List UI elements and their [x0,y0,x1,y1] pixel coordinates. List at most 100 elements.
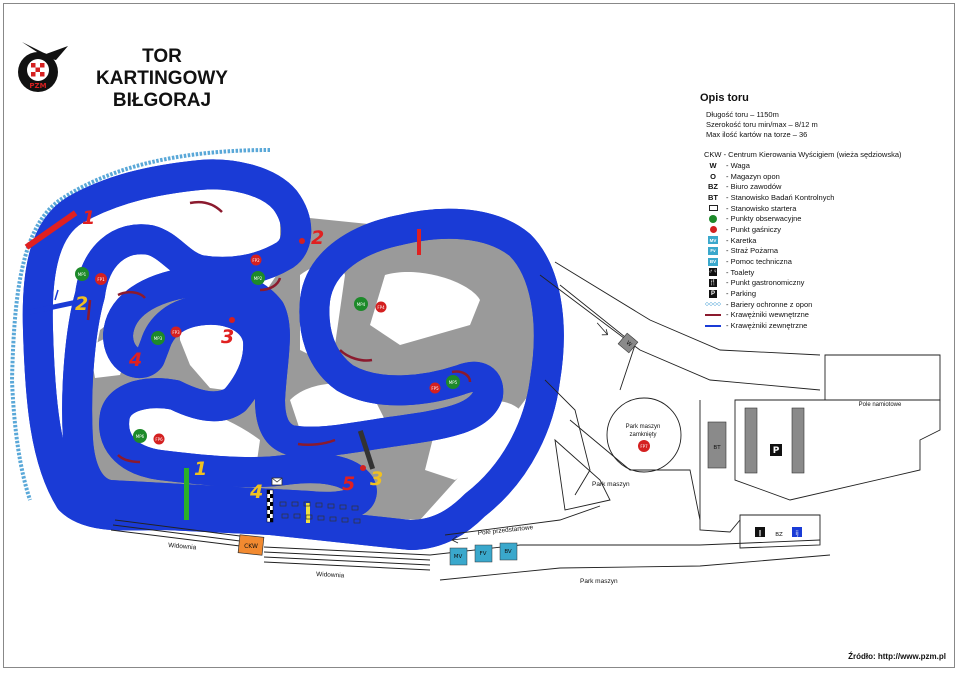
legend-row: - Punkty obserwacyjne [704,213,945,224]
legend-label: - Krawężniki zewnętrzne [726,321,808,331]
observation-point-icon [75,267,89,281]
marshal-number: 5 [342,473,355,495]
legend-label: - Waga [726,160,750,170]
legend-heading: Opis toru [700,92,749,104]
fp-label: FP2 [252,258,260,263]
fire-point-icon [360,465,366,471]
legend-row: ♂♀ - Toalety [704,267,945,278]
observation-point-icon [446,375,460,389]
tyre-barrier-icon [704,302,722,307]
parking-icon [770,444,782,456]
service-box-icon: BV [704,257,722,266]
legend-row: Fv - Straż Pożarna [704,246,945,257]
fp-label: FP5 [431,386,439,391]
ckw-tower [237,534,265,556]
legend-row: O- Magazyn opon [704,171,945,182]
fire-point-icon [95,273,107,285]
legend-label: - Straż Pożarna [726,246,779,256]
fire-point-icon [250,254,262,266]
mv-label: MV [454,554,463,560]
legend-label: - Stanowisko startera [726,203,797,213]
direction-arrow-1 [596,322,609,336]
legend-symbol: BZ [708,182,718,192]
title-line1: TOR KARTINGOWY [96,46,228,89]
marshal-bar-5 [184,468,189,520]
legend-row: BV- Pomoc techniczna [704,256,945,267]
legend-row: 🍴 - Punkt gastronomiczny [704,278,945,289]
legend-label: - Punkty obserwacyjne [726,214,802,224]
marshal-numbers: 1 2 3 4 5 1 2 3 4 [75,207,383,503]
garage-1 [744,407,758,474]
w-label: W [625,340,633,348]
fire-point-icon [153,433,165,445]
observation-point-icon [354,297,368,311]
facility-icon: ♂♀ [704,268,722,277]
legend-row: - Punkt gaśniczy [704,224,945,235]
marshal-number: 4 [128,349,142,371]
track-length: Długość toru – 1150m [706,110,779,119]
svg-text:ĳ: ĳ [795,530,798,537]
marshal-number: 2 [311,227,324,249]
observation-point-icon [251,271,265,285]
fp-label: FP4 [377,305,385,310]
fire-point-icon [170,326,182,338]
track-width: Szerokość toru min/max – 8/12 m [706,120,818,129]
legend-row: MV- Karetka [704,235,945,246]
legend-symbol: P [709,289,717,298]
facility-icon: P [704,289,722,298]
observation-point-icon [151,331,165,345]
green-dot-icon [704,214,722,223]
svg-text:‖: ‖ [759,530,762,537]
fire-point-icon [429,382,441,394]
outer-kerb-icon [704,324,722,327]
page-title: TOR KARTINGOWY BIŁGORAJ [76,46,248,112]
marshal-number: 2 [75,293,88,315]
pzm-logo: PZM [18,42,68,92]
marshal-bar-1 [24,210,78,250]
observation-point-icon [133,429,147,443]
page-border [3,3,955,668]
bt-label: BT [713,445,721,451]
legend-label: - Parking [726,289,757,299]
bz-label: BZ [775,532,783,538]
park-label-1: Park maszyn [592,481,630,488]
starting-grid [279,501,361,524]
legend-label: - Karetka [726,235,757,245]
legend-symbol: 🍴 [709,278,717,287]
legend-row: - Stanowisko startera [704,203,945,214]
start-finish-line [266,489,310,523]
fv-label: FV [480,551,487,557]
marshal-bar-2 [26,299,77,316]
fire-points [95,238,650,471]
source-credit: Źródło: http://www.pzm.pl [848,652,946,661]
fp-label: FP6 [155,437,163,442]
fire-brigade-box [474,544,493,563]
fp-label: FP7 [640,444,648,449]
fp-label: FP1 [97,277,105,282]
spectators-label-2: Widownia [316,571,345,579]
legend-symbol: O [710,171,716,181]
fire-point-icon [299,238,305,244]
spectators-label-1: Widownia [168,542,197,551]
legend-label: - Bariery ochronne z opon [726,299,813,309]
marshal-number: 3 [370,468,383,490]
legend-row: - Bariery ochronne z opon [704,299,945,310]
legend-symbol: Fv [708,246,718,255]
envelope-icon [704,205,722,212]
inner-kerb-icon [704,313,722,316]
legend-label: - Toalety [726,267,755,277]
park-label-2: Park maszyn [580,578,618,585]
toilet-icon [792,527,802,537]
legend: Opis toru Długość toru – 1150m Szerokość… [700,92,945,331]
tent-label: Pole namiotowe [859,402,902,408]
outer-kerbs [54,289,59,301]
technical-help-box [499,542,518,561]
legend-label: - Punkt gastronomiczny [726,278,805,288]
legend-row: W- Waga [704,160,945,171]
closed-park-circle [606,397,682,473]
mp-label: MP4 [357,302,366,307]
legend-row: BT- Stanowisko Badań Kontrolnych [704,192,945,203]
